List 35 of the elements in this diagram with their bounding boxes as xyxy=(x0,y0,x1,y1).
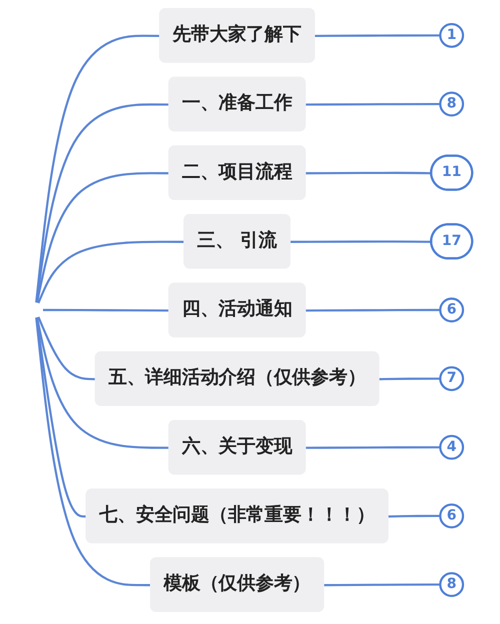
count-badge: 8 xyxy=(439,92,464,116)
count-badge: 1 xyxy=(439,22,464,48)
branch-line xyxy=(36,317,170,449)
count-badge: 6 xyxy=(439,504,464,528)
branch-line xyxy=(37,240,185,304)
branch-line xyxy=(43,308,170,312)
branch-line xyxy=(35,317,152,586)
count-badge: 4 xyxy=(439,434,464,460)
count-badge: 6 xyxy=(439,298,464,322)
branch-line xyxy=(306,172,432,174)
count-badge: 7 xyxy=(439,366,464,392)
branch-line xyxy=(36,172,170,303)
count-badge: 17 xyxy=(430,223,474,260)
branch-line xyxy=(35,103,170,303)
topic-box: 三、 引流 xyxy=(184,214,291,269)
branch-line xyxy=(306,102,440,106)
branch-line xyxy=(324,584,440,586)
topic-box: 四、活动通知 xyxy=(168,282,306,338)
branch-line xyxy=(306,308,440,312)
branch-line xyxy=(379,378,440,380)
branch-line xyxy=(35,317,87,518)
count-badge: 8 xyxy=(439,572,464,598)
branch-line xyxy=(306,446,440,449)
branch-line xyxy=(35,34,160,303)
branch-line xyxy=(388,514,440,518)
topic-box: 一、准备工作 xyxy=(168,76,306,132)
topic-box: 五、详细活动介绍（仅供参考） xyxy=(94,351,380,406)
topic-box: 二、项目流程 xyxy=(168,145,306,200)
topic-box: 先带大家了解下 xyxy=(159,8,315,63)
branch-line xyxy=(314,34,440,38)
branch-line xyxy=(290,240,432,243)
branch-line xyxy=(37,316,96,380)
topic-box: 模板（仅供参考） xyxy=(150,557,324,612)
topic-box: 七、安全问题（非常重要！！！） xyxy=(86,488,388,544)
count-badge: 11 xyxy=(430,154,474,191)
